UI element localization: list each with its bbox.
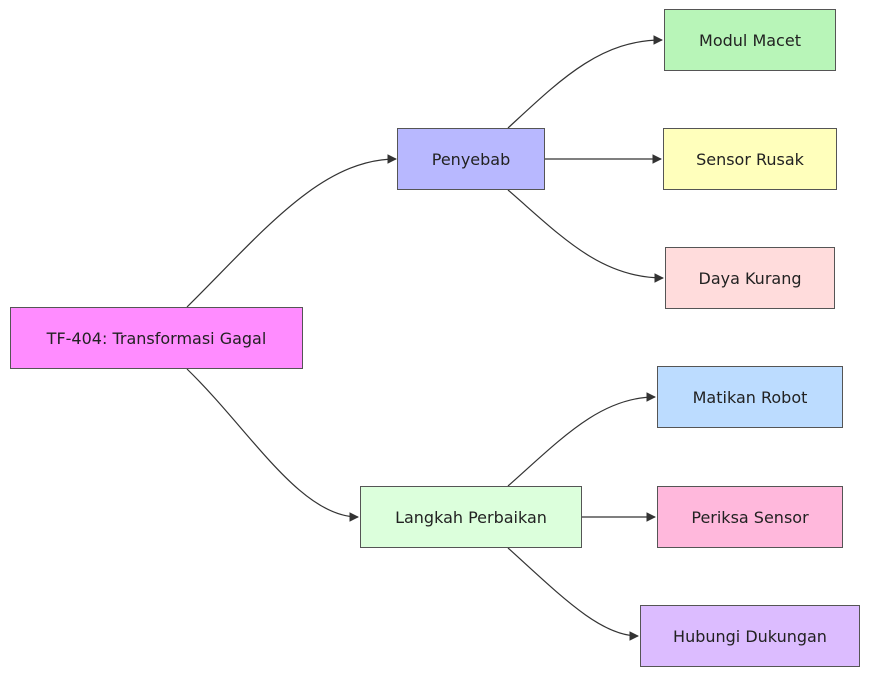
edge-root-to-penyebab: [186, 154, 397, 308]
node-periksa-sensor-label: Periksa Sensor: [691, 507, 809, 527]
node-modul-macet-label: Modul Macet: [699, 30, 801, 50]
node-root[interactable]: TF-404: Transformasi Gagal: [10, 307, 303, 369]
node-langkah-perbaikan[interactable]: Langkah Perbaikan: [360, 486, 582, 548]
node-root-label: TF-404: Transformasi Gagal: [46, 328, 267, 348]
node-daya-kurang[interactable]: Daya Kurang: [665, 247, 835, 309]
node-langkah-perbaikan-label: Langkah Perbaikan: [395, 507, 547, 527]
node-penyebab-label: Penyebab: [431, 149, 511, 169]
edge-langkah-to-hubungi-dukungan: [507, 547, 639, 641]
node-sensor-rusak[interactable]: Sensor Rusak: [663, 128, 837, 190]
node-hubungi-dukungan[interactable]: Hubungi Dukungan: [640, 605, 860, 667]
node-hubungi-dukungan-label: Hubungi Dukungan: [673, 626, 827, 646]
edge-langkah-to-matikan-robot: [507, 392, 656, 487]
node-daya-kurang-label: Daya Kurang: [698, 268, 802, 288]
edge-penyebab-to-modul-macet: [507, 35, 663, 129]
node-penyebab[interactable]: Penyebab: [397, 128, 545, 190]
edge-root-to-langkah-perbaikan: [186, 368, 359, 522]
edge-penyebab-to-daya-kurang: [507, 189, 664, 283]
node-modul-macet[interactable]: Modul Macet: [664, 9, 836, 71]
node-sensor-rusak-label: Sensor Rusak: [696, 149, 804, 169]
node-periksa-sensor[interactable]: Periksa Sensor: [657, 486, 843, 548]
node-matikan-robot[interactable]: Matikan Robot: [657, 366, 843, 428]
node-matikan-robot-label: Matikan Robot: [692, 387, 808, 407]
